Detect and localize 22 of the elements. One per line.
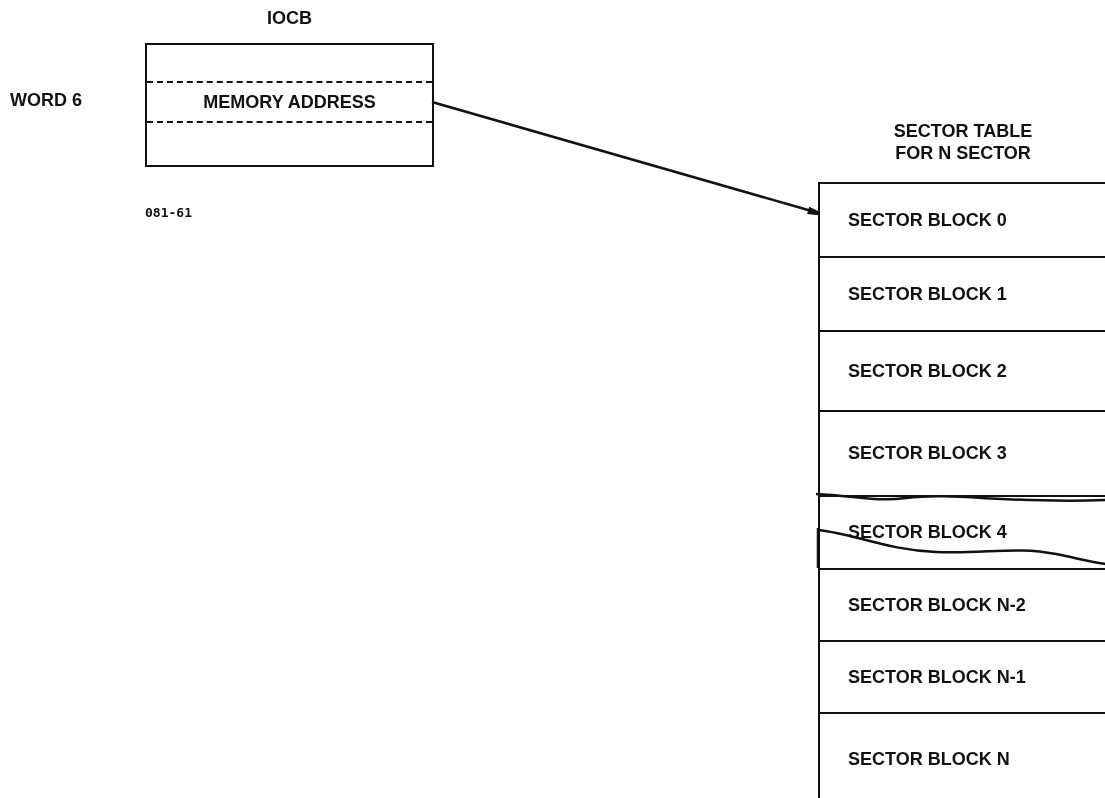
box-title: IOCB bbox=[266, 8, 313, 29]
word-label: WORD 6 bbox=[10, 90, 82, 111]
block-text: SECTOR BLOCK 4 bbox=[848, 522, 1007, 543]
block-text: SECTOR BLOCK 2 bbox=[848, 360, 1007, 382]
figure-number: 081-61 bbox=[145, 205, 192, 220]
sector-block bbox=[818, 410, 1105, 495]
sector-block bbox=[818, 568, 1105, 640]
block-text: SECTOR BLOCK 3 bbox=[848, 443, 1007, 464]
sector-block bbox=[818, 256, 1105, 330]
sector-block bbox=[818, 330, 1105, 410]
sector-block bbox=[818, 182, 1105, 256]
field-text: MEMORY ADDRESS bbox=[203, 91, 376, 113]
record-box bbox=[145, 8, 434, 167]
table-title: SECTOR TABLE FOR N SECTOR bbox=[892, 120, 1034, 164]
memory-word-field bbox=[147, 81, 432, 123]
block-text: SECTOR BLOCK 0 bbox=[848, 209, 1007, 231]
block-text: SECTOR BLOCK N-1 bbox=[848, 666, 1026, 688]
block-text: SECTOR BLOCK 1 bbox=[848, 283, 1007, 305]
sector-block bbox=[818, 712, 1105, 798]
sector-block bbox=[818, 640, 1105, 712]
block-text: SECTOR BLOCK N-2 bbox=[848, 594, 1026, 616]
block-text: SECTOR BLOCK N bbox=[848, 748, 1010, 770]
